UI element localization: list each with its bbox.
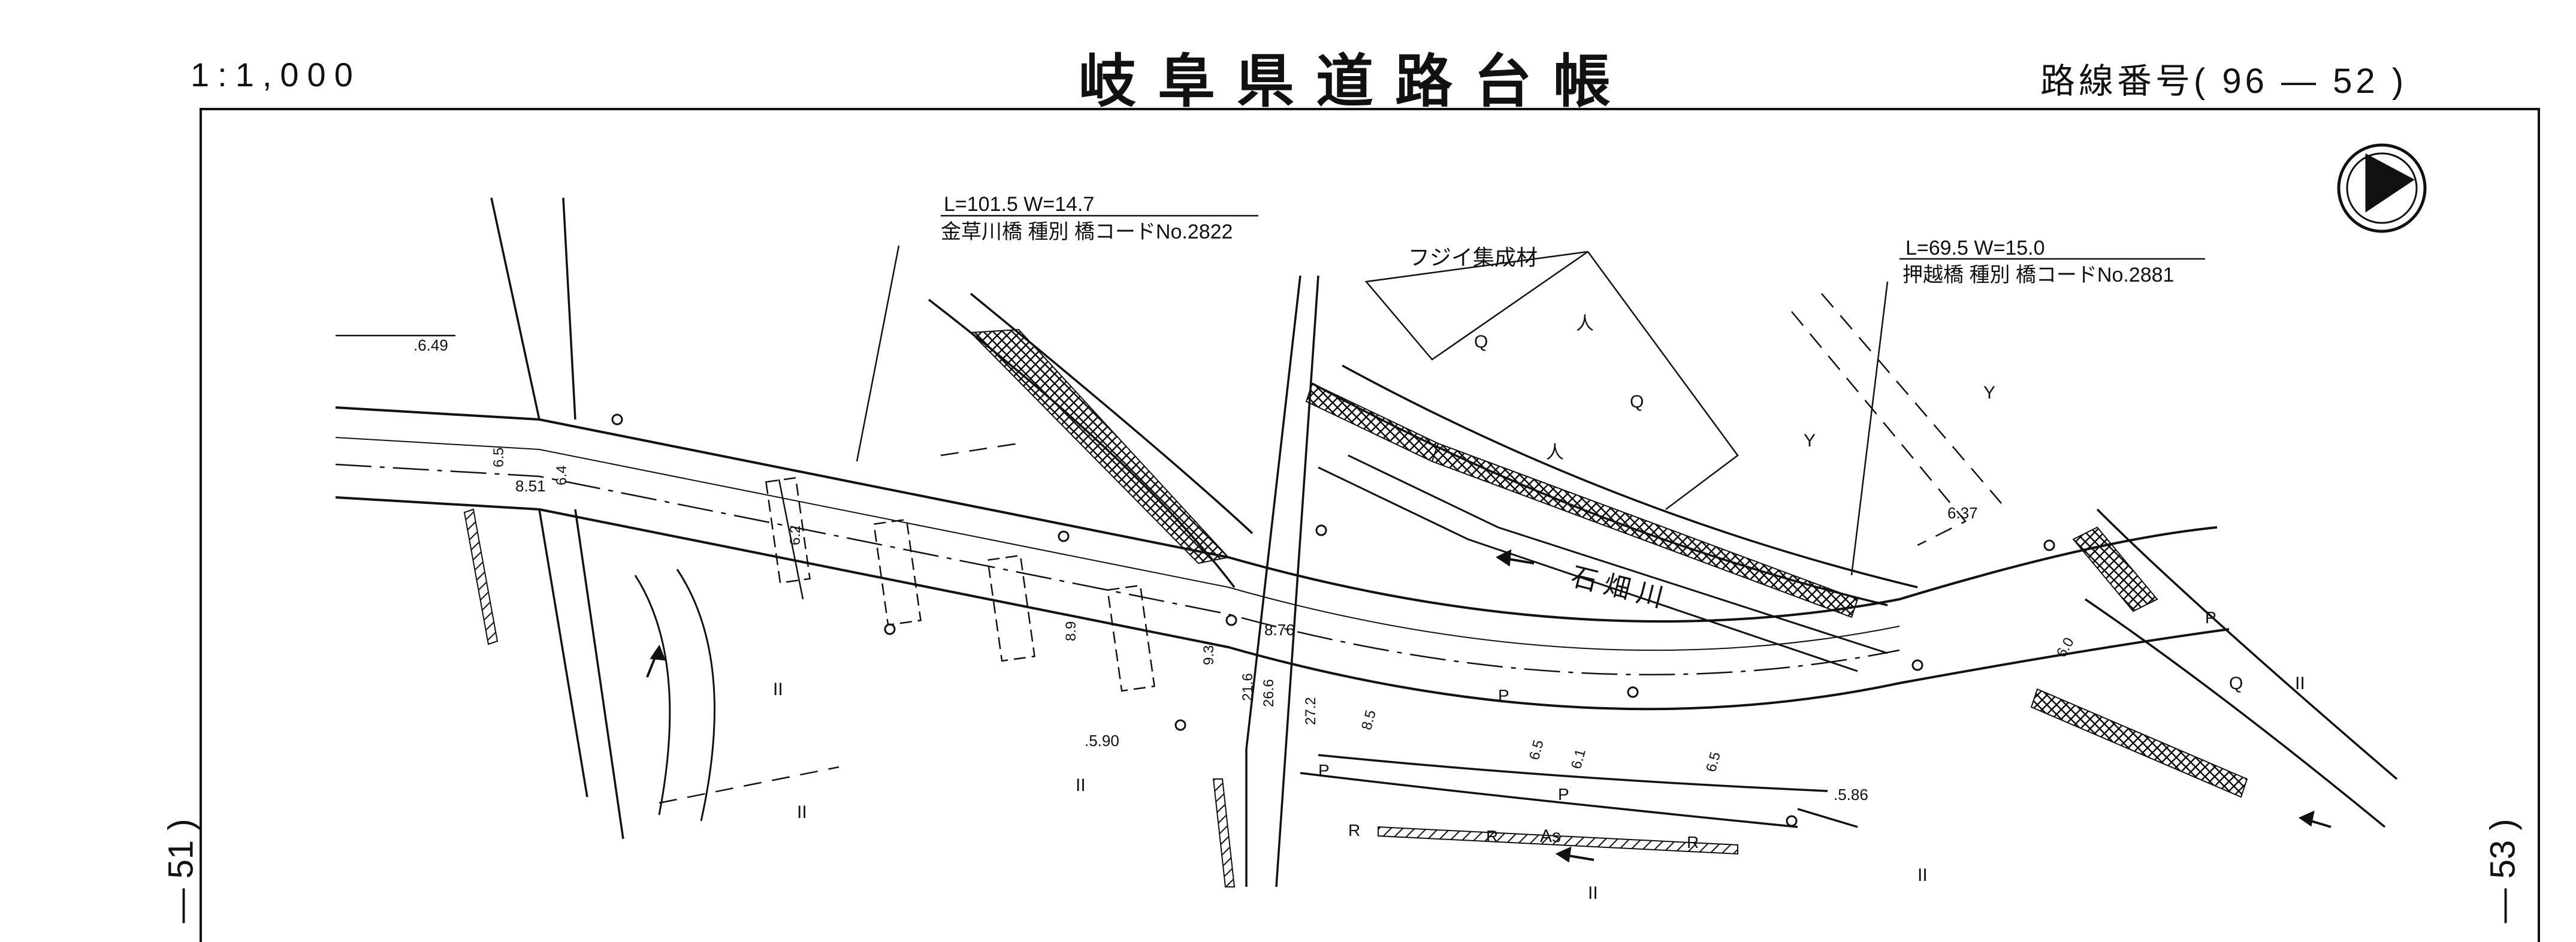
retaining-walls: [463, 328, 2248, 887]
map-symbol: II: [2295, 674, 2305, 693]
width-label: 21.6: [1240, 673, 1256, 701]
road-mark: R: [1486, 827, 1498, 846]
bridge-markers: [765, 476, 1155, 692]
width-label: 6.1: [1568, 747, 1589, 771]
width-label: 6.5: [1703, 750, 1724, 774]
bridge-leaders: [856, 215, 2205, 576]
page-title: 岐阜県道路台帳: [1079, 48, 1632, 115]
river-label: 石 畑 川: [1568, 561, 1666, 612]
map-symbol: II: [797, 802, 807, 822]
side-roads: [490, 197, 2398, 887]
road-mark: P: [1498, 686, 1509, 705]
elevation-label: 6.37: [1947, 504, 1978, 522]
map-labels: L=101.5 W=14.7 金草川橋 種別 橋コードNo.2822 L=69.…: [413, 193, 2305, 903]
road-mark: P: [2205, 608, 2216, 627]
road-mark: R: [1687, 833, 1699, 852]
width-label: 8.9: [1063, 621, 1079, 641]
map-symbol: Q: [1630, 392, 1644, 412]
map-symbol: II: [1917, 865, 1928, 885]
road-mark: R: [1348, 821, 1360, 840]
map-symbol: Q: [2229, 674, 2243, 693]
map-symbol: Q: [1474, 332, 1488, 352]
width-label: 26.6: [1261, 679, 1277, 707]
parcels: [336, 250, 2002, 804]
width-label: 8.5: [1358, 708, 1379, 732]
map-scale: 1:1,000: [191, 56, 361, 93]
bridge2-dims: L=69.5 W=15.0: [1905, 237, 2045, 259]
map-symbol: II: [1076, 775, 1086, 795]
width-label: 6.4: [554, 466, 570, 485]
width-label: 6.5: [1526, 738, 1547, 762]
map-frame: [200, 108, 2540, 942]
map-symbol: 人: [1546, 443, 1564, 463]
route-number: 路線番号( 96 — 52 ): [2040, 62, 2408, 101]
road-mark: P: [1558, 785, 1569, 804]
bridge2-info: 押越橋 種別 橋コードNo.2881: [1902, 264, 2174, 286]
map-symbol: II: [1588, 883, 1598, 903]
width-label: 8.51: [515, 477, 546, 495]
map-symbol: II: [773, 680, 783, 699]
flow-arrows: [646, 549, 2332, 863]
elevation-label: .5.86: [1834, 786, 1868, 804]
elevation-label: .6.49: [413, 336, 448, 354]
map-symbol: 人: [1576, 314, 1594, 334]
width-label: 27.2: [1303, 697, 1319, 725]
north-arrow-icon: [2337, 143, 2427, 233]
road-mark: P: [1318, 761, 1330, 780]
bridge1-info: 金草川橋 種別 橋コードNo.2822: [941, 221, 1233, 243]
width-label: 8.76: [1264, 621, 1295, 639]
survey-points: [611, 413, 2055, 827]
river: [634, 454, 1888, 822]
map-symbol: Y: [1804, 431, 1816, 451]
width-label: 9.3: [1201, 645, 1217, 665]
main-road: [335, 406, 2230, 711]
map-symbol: Y: [1983, 383, 1995, 403]
bridge1-dims: L=101.5 W=14.7: [944, 193, 1094, 216]
company-label: フジイ集成材: [1408, 245, 1538, 270]
elevation-label: .5.90: [1085, 732, 1119, 750]
width-label: 6.2: [787, 526, 804, 545]
surface-label: As: [1540, 826, 1561, 846]
width-label: 6.5: [491, 448, 507, 467]
